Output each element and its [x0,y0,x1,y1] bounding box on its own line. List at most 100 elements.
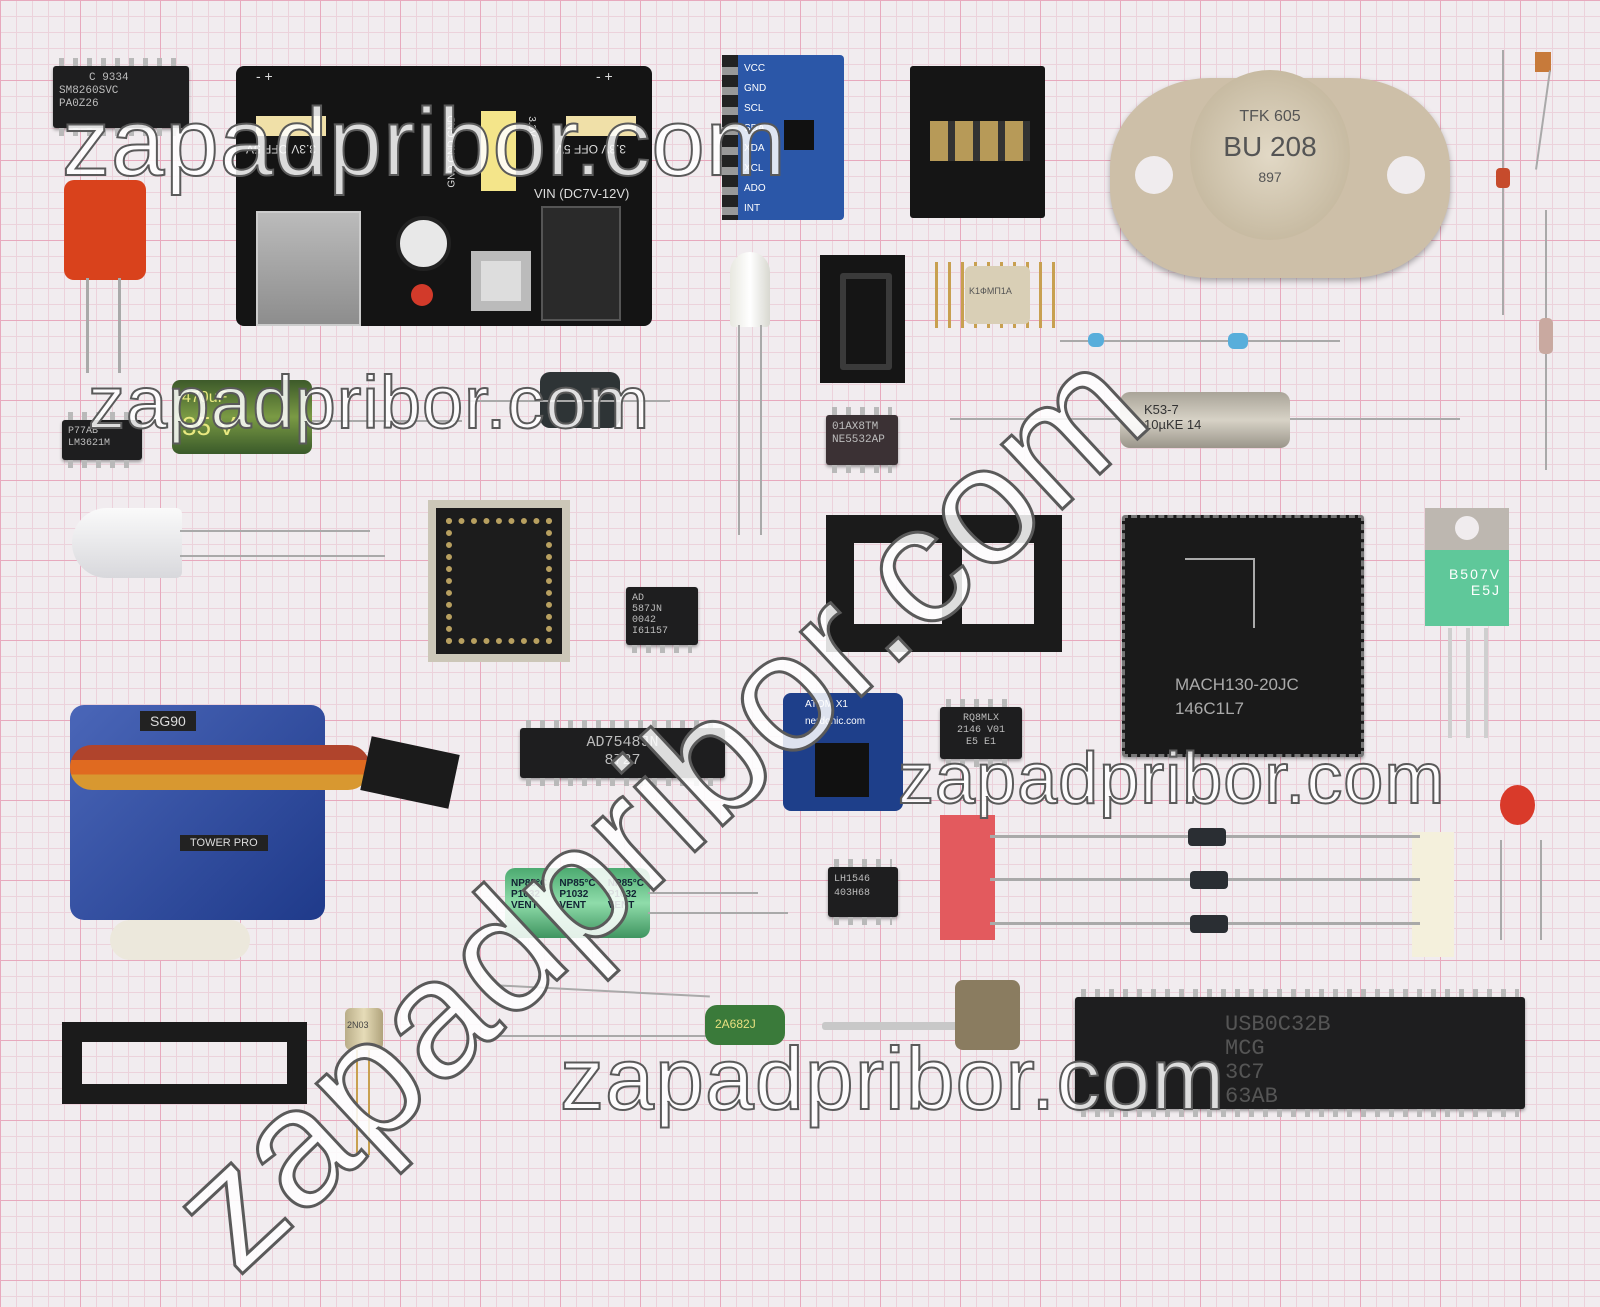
jumper-right [566,116,636,136]
chip-marking: C 9334 [89,72,129,84]
chip-marking: LH1546 [834,874,871,885]
resistor [1228,333,1248,349]
mcu-chip [815,743,869,797]
chip-marking: 146C1L7 [1175,699,1245,718]
pin-label: VCC [744,63,766,74]
chip-marking: E5 E1 [965,737,996,748]
chip-marking: RQ8MLX [962,713,999,724]
chip-marking: AD [632,593,645,604]
electrolytic-capacitor: 470uF 35 V [172,380,312,454]
seven-segment-display [820,255,905,383]
mounting-hole [1135,156,1173,194]
chip-marking: LM3621M [68,438,111,449]
chip-marking: B507V [1448,566,1501,582]
watermark: zapadpribor.com [559,1028,1226,1129]
cap-marking: 10µKE 14 [1144,417,1202,432]
resistor [1539,318,1553,354]
marking: BU 208 [1223,131,1317,162]
diode [1190,871,1228,889]
led-10mm [72,508,182,578]
tape-left [940,815,995,940]
chip-marking: AD7548JN [586,734,659,751]
soic-chip: C 9334 SM8260SVC PA0Z26 [53,58,189,136]
diode [1496,168,1510,188]
jumper-left [256,116,326,136]
chip-marking: 403H68 [834,888,871,899]
diode [1190,915,1228,933]
diode [1188,828,1226,846]
vin-label: VIN (DC7V-12V) [534,186,630,201]
chip-marking: MACH130-20JC [1175,675,1299,694]
gy521-module: VCC GND SCL SDA XDA XCL ADO INT [722,55,844,220]
ne5532-chip: 01AX8TM NE5532AP [826,407,898,473]
ad7548-chip: AD7548JN 8727 [520,720,725,786]
pin-header [722,55,738,220]
pin-label: SCL [744,103,764,114]
chip-marking: 3C7 [1225,1060,1265,1085]
chip-marking: USB0C32B [1225,1012,1331,1037]
rail-label: - + [596,68,613,84]
pin-label: INT [744,203,761,214]
transistor-can: TFK 605 BU 208 897 [1190,70,1350,240]
cap-voltage: 35 V [182,411,236,441]
sensor-strip [930,121,1030,161]
chip-marking: MCG [1225,1036,1265,1061]
servo-horn [110,920,250,960]
push-button [471,251,531,311]
chip-marking: E5J [1470,582,1501,598]
pin-grid [446,518,552,644]
k53-capacitor: K53-7 10µKE 14 [1120,392,1290,448]
usb-port [256,211,361,326]
plcc-adapter [428,500,570,662]
capacitor [1535,52,1551,72]
ceramic-capacitor [1500,785,1535,825]
board-label: ATOM X1 [805,699,848,710]
board-label: nerdonic.com [805,716,866,727]
chip-marking: SM8260SVC [59,85,119,97]
relay-marking: K1ФМП1А [965,266,1030,324]
servo-connector [360,736,460,809]
led [730,252,770,327]
rq8mlx-chip: RQ8MLX 2146 V01 E5 E1 [940,699,1022,767]
resistor [1088,333,1104,347]
pin-label: XDA [744,143,765,154]
chip-marking: P77AB [68,426,99,437]
watermark: zapadpribor.com [61,88,787,197]
chip-marking: 2146 V01 [956,725,1005,736]
relay: K1ФМП1А [935,262,1060,328]
servo-label: SG90 [140,711,196,731]
to18-transistor: 2N03 [345,1008,383,1050]
mpu6050-chip [784,120,814,150]
marking: TFK 605 [1239,108,1301,125]
servo-motor: SG90 TOWER PRO [70,705,325,920]
watermark: zapadpribor.com [897,738,1446,820]
servo-cable [70,745,370,790]
cap-value: 470uF [182,389,228,406]
mounting-hole [1387,156,1425,194]
lm3621-chip: P77AB LM3621M [62,412,142,468]
chip-marking: 63AB [1225,1084,1278,1109]
cap-marking: K53-7 [1144,402,1179,417]
chip-marking: 587JN [632,604,663,615]
chip-marking: 0042 [632,615,657,626]
film-capacitor: 2A682J [705,1005,785,1045]
mach130-chip: MACH130-20JC 146C1L7 [1122,515,1364,757]
amd-logo [1185,558,1255,628]
potentiometer [955,980,1020,1050]
segments [840,273,892,370]
lh1546-chip: LH1546 403H68 [828,859,898,925]
rail-label: - + [256,68,273,84]
header-gnd [481,111,516,191]
watermark: zapadpribor.com [87,360,651,445]
dip-socket [62,1022,307,1104]
chip-marking: NE5532AP [832,434,885,446]
tape-right [1412,832,1454,957]
servo-brand: TOWER PRO [180,835,268,851]
chip-marking: PA0Z26 [59,98,99,110]
varistor [64,180,146,280]
to3-transistor: TFK 605 BU 208 897 [1110,70,1450,278]
chip-marking: 8727 [604,752,641,769]
dip40-chip: USB0C32B MCG 3C7 63AB [1075,989,1525,1117]
